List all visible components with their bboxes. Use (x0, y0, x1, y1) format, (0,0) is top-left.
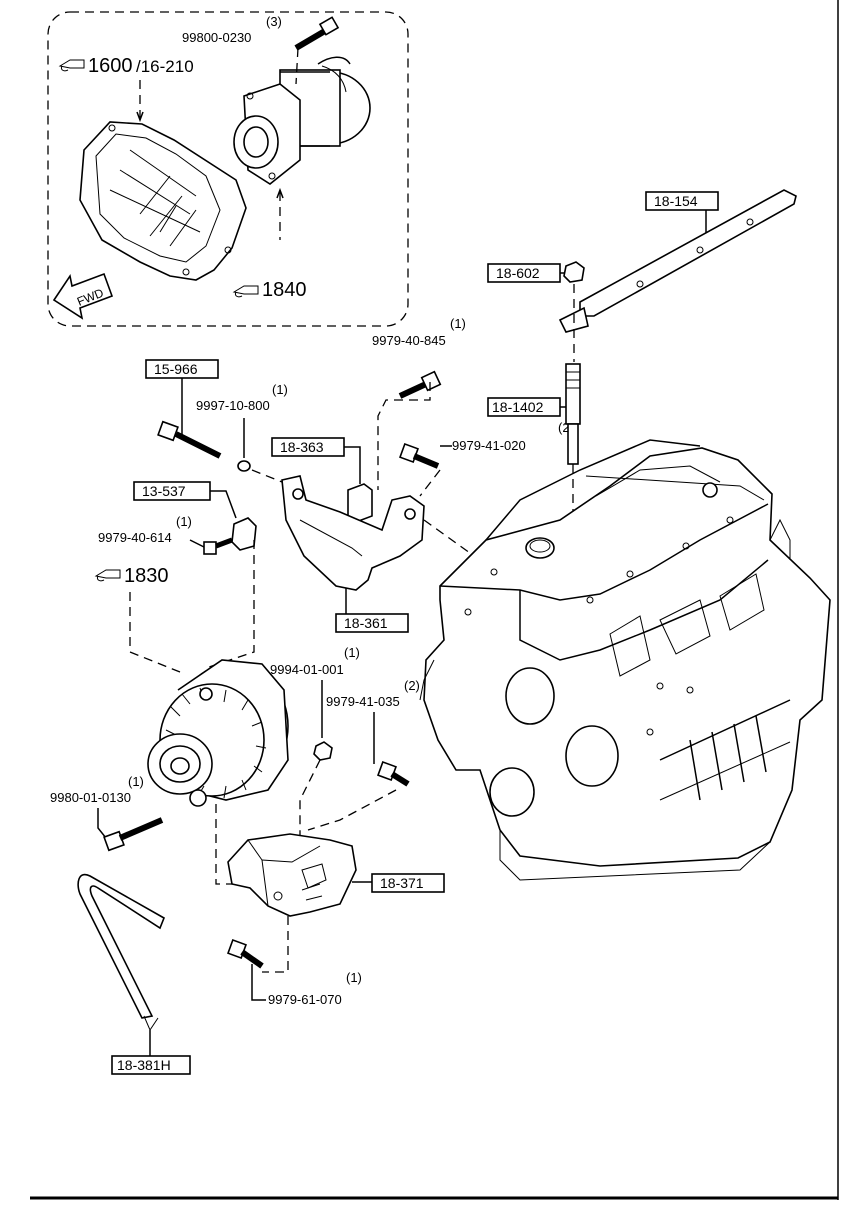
qty-99800-0230: (3) (266, 14, 282, 29)
label-18-371: 18-371 (380, 875, 424, 891)
qty-9979-61-070: (1) (346, 970, 362, 985)
pn-9979-40-845: 9979-40-845 (372, 333, 446, 348)
qty-9979-40-845: (1) (450, 316, 466, 331)
clamp-13-537 (231, 517, 257, 551)
pn-9979-40-614: 9979-40-614 (98, 530, 172, 545)
drive-belt-18-381h (77, 873, 166, 1032)
ref-1600: 1600 (88, 55, 133, 77)
pn-99800-0230: 99800-0230 (182, 30, 251, 45)
qty-9997-10-800: (1) (272, 382, 288, 397)
bracket-18-371 (227, 833, 357, 917)
pn-9979-41-035: 9979-41-035 (326, 694, 400, 709)
pn-9980-01-0130: 9980-01-0130 (50, 790, 131, 805)
label-15-966: 15-966 (154, 361, 198, 377)
box-18-154 (645, 191, 719, 211)
pointing-hand-icon (94, 569, 121, 582)
box-18-361 (335, 613, 409, 633)
fwd-arrow-icon: FWD (52, 272, 114, 320)
bolt-9979-40-845 (398, 370, 442, 399)
pn-9979-61-070: 9979-61-070 (268, 992, 342, 1007)
label-18-602: 18-602 (496, 265, 540, 281)
ref-1600-suffix: /16-210 (136, 57, 194, 76)
qty-9979-40-614: (1) (176, 514, 192, 529)
box-18-381h (111, 1055, 191, 1075)
qty-9979-41-035: (2) (404, 678, 420, 693)
box-18-371 (371, 873, 445, 893)
pointing-hand-icon (58, 59, 85, 72)
bracket-18-361 (281, 475, 425, 591)
pointing-hand-icon (232, 285, 259, 298)
bolt-9979-61-070 (227, 939, 264, 969)
qty-9980-01-0130: (1) (128, 774, 144, 789)
nut-9994-01-001 (313, 741, 333, 761)
bolt-9979-41-035 (377, 761, 410, 787)
inset-panel: (3) 99800-0230 (47, 11, 409, 327)
engine-block (419, 439, 831, 881)
qty-9994-01-001: (1) (344, 645, 360, 660)
label-18-381h: 18-381H (117, 1057, 171, 1073)
ref-1830: 1830 (124, 565, 169, 587)
pn-9979-41-020: 9979-41-020 (452, 438, 526, 453)
nut-18-602 (563, 261, 585, 283)
bolt-9979-40-614 (203, 537, 233, 555)
starter-motor (233, 56, 371, 185)
label-18-363: 18-363 (280, 439, 324, 455)
glow-plug-connector-bar (558, 189, 797, 333)
label-18-361: 18-361 (344, 615, 388, 631)
bolt-9979-41-020 (399, 443, 440, 469)
label-18-154: 18-154 (654, 193, 698, 209)
bolt-15-966 (157, 420, 222, 459)
pn-9994-01-001: 9994-01-001 (270, 662, 344, 677)
pn-9997-10-800: 9997-10-800 (196, 398, 270, 413)
label-18-1402: 18-1402 (492, 399, 544, 415)
clutch-housing (79, 121, 247, 281)
label-13-537: 13-537 (142, 483, 186, 499)
bolt-9980-01-0130 (103, 817, 164, 852)
washer-9997-10-800 (237, 460, 251, 472)
bolt-99800-0230 (294, 16, 340, 51)
glow-plug-18-1402 (565, 363, 581, 465)
alternator-1830 (147, 659, 289, 807)
ref-1840: 1840 (262, 279, 307, 301)
